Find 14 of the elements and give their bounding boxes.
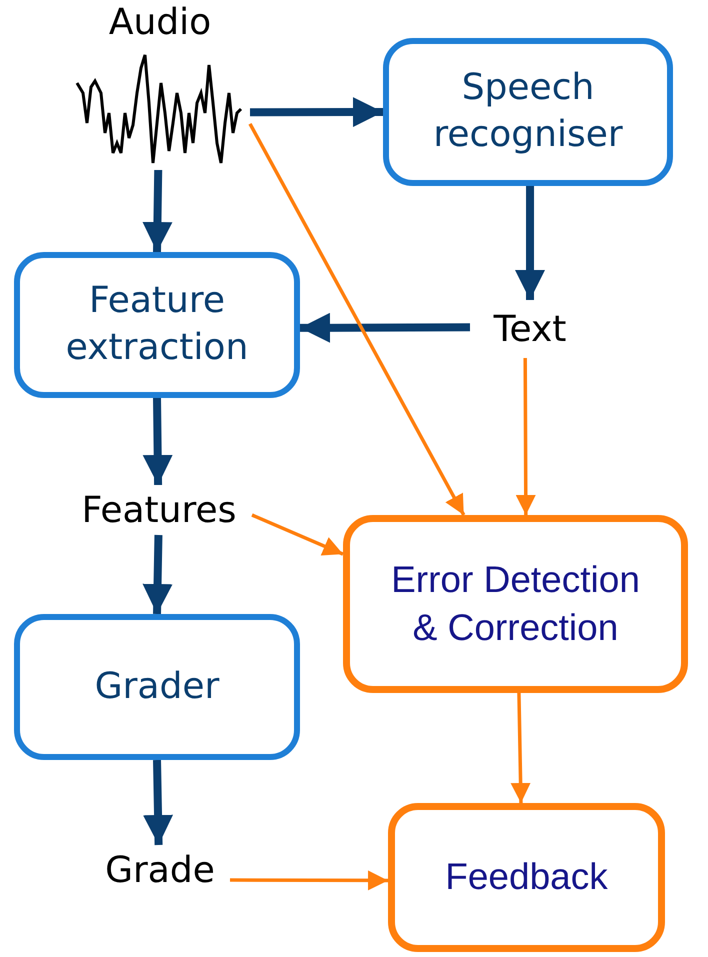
arrow bbox=[248, 122, 466, 516]
text-label: Grade bbox=[90, 845, 230, 895]
process-box: Feature extraction bbox=[14, 252, 300, 398]
arrow bbox=[516, 356, 536, 515]
arrow bbox=[228, 870, 388, 890]
process-box: Grader bbox=[14, 614, 300, 760]
output-box: Feedback bbox=[388, 803, 665, 952]
text-label: Text bbox=[470, 300, 590, 358]
process-box: Speech recogniser bbox=[383, 38, 673, 186]
arrow bbox=[510, 691, 531, 804]
text-label: Features bbox=[66, 485, 252, 535]
output-box: Error Detection & Correction bbox=[343, 515, 688, 693]
arrow bbox=[250, 513, 344, 556]
text-label: Audio bbox=[108, 5, 212, 41]
